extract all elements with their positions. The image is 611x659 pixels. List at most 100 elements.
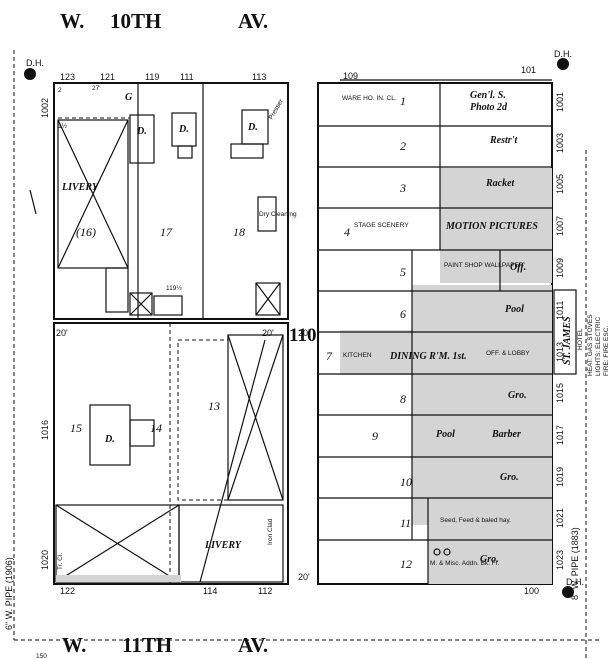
street-top-prefix: W. bbox=[60, 9, 84, 33]
west-block-south bbox=[53, 322, 289, 585]
occupant-label: PAINT SHOP WALLPAPER bbox=[444, 262, 524, 269]
lot-number: (16) bbox=[76, 225, 96, 239]
occupant-label: Pool bbox=[505, 304, 524, 315]
dimension-label: 27' bbox=[92, 85, 100, 92]
street-bottom-prefix: W. bbox=[62, 633, 86, 657]
house-number: 121 bbox=[100, 72, 115, 82]
lot-number: 13 bbox=[208, 399, 220, 413]
presser-label: Presser bbox=[268, 97, 286, 121]
story-count: 2 bbox=[58, 87, 62, 94]
house-number: 1001 bbox=[555, 92, 565, 112]
pipe-label-left: 6" W. PIPE (1906) bbox=[4, 557, 14, 630]
hydrant-icon bbox=[562, 586, 574, 598]
lot-number: 3 bbox=[399, 181, 406, 195]
hydrant-label: D.H. bbox=[566, 577, 584, 587]
house-number: 1011 bbox=[555, 301, 565, 320]
material-label: Iron Clad bbox=[267, 518, 274, 545]
hydrant-bottom-right: D.H. bbox=[562, 577, 584, 598]
occupant-label: Gen'l. S. bbox=[470, 90, 506, 101]
story-count: 1½ bbox=[58, 122, 68, 130]
lot-number: 10 bbox=[400, 475, 412, 489]
dimension-label: 20' bbox=[298, 328, 310, 338]
occupant-label: KITCHEN bbox=[343, 352, 372, 359]
dwelling-label: D. bbox=[136, 126, 147, 137]
dwelling-label: D. bbox=[178, 124, 189, 135]
occupant-label: Barber bbox=[491, 429, 521, 440]
hotel-name: ST. JAMES bbox=[562, 316, 573, 365]
occupant-label: OFF. & LOBBY bbox=[486, 350, 530, 357]
occupant-label: M. & Misc. Addn. Bk. Fr. bbox=[430, 560, 500, 567]
house-number: 114 bbox=[203, 586, 217, 596]
hotel-note: HEAT: GAS STOVES bbox=[587, 314, 594, 376]
lot-number: 15 bbox=[70, 421, 82, 435]
hydrant-top-right: D.H. bbox=[554, 49, 572, 70]
block-number: 110 bbox=[289, 325, 316, 346]
lot-number: 18 bbox=[233, 225, 245, 239]
house-number: 1017 bbox=[555, 425, 565, 445]
lot-number: 4 bbox=[344, 225, 350, 239]
occupant-label: Photo 2d bbox=[470, 102, 508, 113]
house-number: 123 bbox=[60, 72, 75, 82]
hotel-sub: HOTEL bbox=[577, 328, 584, 350]
house-number: 1019 bbox=[555, 467, 565, 487]
alley-mark bbox=[29, 189, 37, 215]
house-number: 1016 bbox=[40, 420, 50, 440]
hydrant-top-left: D.H. bbox=[24, 58, 44, 80]
occupant-label: STAGE SCENERY bbox=[354, 222, 409, 229]
dwelling-label: D. bbox=[104, 434, 115, 445]
east-block: 1 2 3 4 5 6 7 8 9 10 11 12 109 101 100 2… bbox=[298, 65, 610, 596]
occupant-label: Gro. bbox=[480, 554, 499, 565]
street-bottom-name: 11TH bbox=[122, 633, 172, 657]
street-top-suffix: AV. bbox=[238, 9, 268, 33]
lot-number: 9 bbox=[372, 429, 378, 443]
lot-number: 7 bbox=[326, 349, 333, 363]
house-number: 111 bbox=[180, 72, 194, 82]
house-number: 112 bbox=[258, 586, 272, 596]
house-number: 122 bbox=[60, 586, 75, 596]
hydrant-icon bbox=[557, 58, 569, 70]
occupant-label: Restr't bbox=[489, 135, 518, 146]
dry-cleaning-label: Dry Cleaning bbox=[259, 211, 297, 218]
lot-number: 1 bbox=[400, 94, 406, 108]
house-number: 1021 bbox=[555, 508, 565, 528]
lot-number: 17 bbox=[160, 225, 173, 239]
lot-lines bbox=[318, 79, 552, 584]
house-number: 1007 bbox=[555, 216, 565, 236]
dwelling bbox=[129, 114, 155, 164]
house-number: 1009 bbox=[555, 258, 565, 278]
occupant-label: Seed, Feed & baled hay. bbox=[440, 517, 511, 524]
west-block: 123 121 119 111 113 122 114 112 1002 101… bbox=[40, 72, 297, 596]
house-number: 1015 bbox=[555, 383, 565, 403]
occupant-label: Off. bbox=[510, 262, 526, 273]
occupant-label: Gro. bbox=[500, 472, 519, 483]
hydrant-icon bbox=[24, 68, 36, 80]
house-number: 113 bbox=[252, 72, 266, 82]
house-number-half: 119½ bbox=[166, 284, 182, 292]
dry-cleaning-shed bbox=[257, 196, 277, 232]
dwelling-label: D. bbox=[247, 122, 258, 133]
hotel-note: LIGHTS: ELECTRIC bbox=[595, 316, 602, 376]
house-number: 119 bbox=[145, 72, 159, 82]
occupant-label: Gro. bbox=[508, 390, 527, 401]
house-number: 1003 bbox=[555, 133, 565, 153]
dimension-label: 20' bbox=[298, 572, 310, 582]
west-block-north bbox=[53, 82, 289, 320]
house-number: 109 bbox=[343, 71, 358, 81]
lot-number: 5 bbox=[400, 265, 406, 279]
house-number: 1005 bbox=[555, 174, 565, 194]
occupant-label: Pool bbox=[436, 429, 455, 440]
street-bottom: W. 11TH AV. bbox=[62, 633, 268, 657]
house-number: 101 bbox=[521, 65, 536, 75]
hydrant-label: D.H. bbox=[26, 58, 44, 68]
street-top: W. 10TH AV. bbox=[60, 9, 268, 33]
lot-number: 14 bbox=[150, 421, 162, 435]
lot-number: 11 bbox=[400, 516, 411, 530]
livery-label: LIVERY bbox=[61, 182, 99, 193]
hotel-note: FIRE: FIRE ESC. bbox=[603, 326, 610, 376]
pipe-label-right: 8" W. PIPE (1883) bbox=[570, 527, 580, 600]
dimension-label: 20' bbox=[56, 328, 68, 338]
occupant-label: Racket bbox=[485, 178, 516, 189]
lot-number: 12 bbox=[400, 557, 412, 571]
street-top-name: 10TH bbox=[110, 9, 161, 33]
house-number: 1013 bbox=[555, 342, 565, 362]
